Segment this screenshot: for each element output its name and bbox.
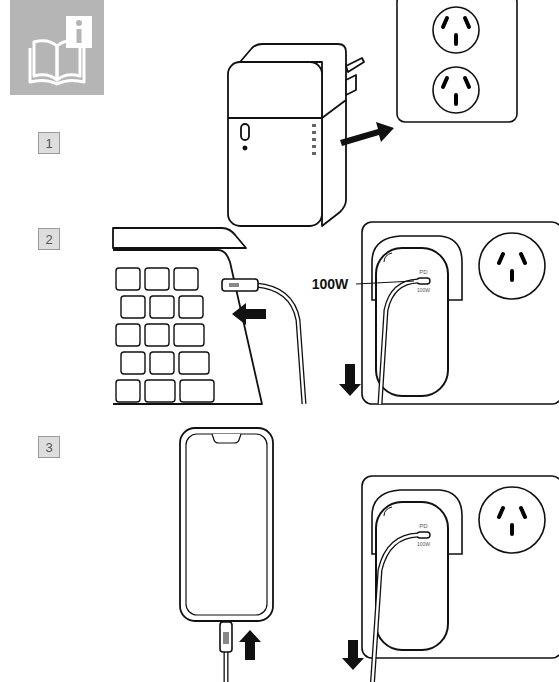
keyboard [116,268,214,402]
plug-arrow [232,303,266,325]
step-number-box: 1 [38,132,60,154]
vent-marks [312,124,316,155]
usb-c-cable [222,279,304,404]
wall-charger [362,222,559,404]
charger-cable [372,535,418,682]
step-number-box: 2 [38,228,60,250]
step-number: 1 [45,137,52,150]
info-badge [66,16,92,48]
step-number: 2 [45,233,52,246]
info-panel [10,0,104,95]
port-rating: 100W [417,542,430,547]
phone-cable [220,622,232,682]
insert-arrow [340,122,394,146]
step-number: 3 [45,441,52,454]
charger [228,44,364,226]
leader-line [356,281,414,284]
up-arrow [239,630,261,660]
wall-socket [397,0,517,122]
step-number-box: 3 [38,436,60,458]
port-marking: PD [419,269,427,275]
down-arrow [339,364,361,396]
wall-charger [362,476,559,658]
power-rating-callout: 100W [312,277,349,291]
charger-cable [380,281,418,404]
down-arrow [342,640,364,670]
port-marking: PD [419,523,427,529]
port-rating: 100W [417,288,430,293]
phone [180,428,273,621]
